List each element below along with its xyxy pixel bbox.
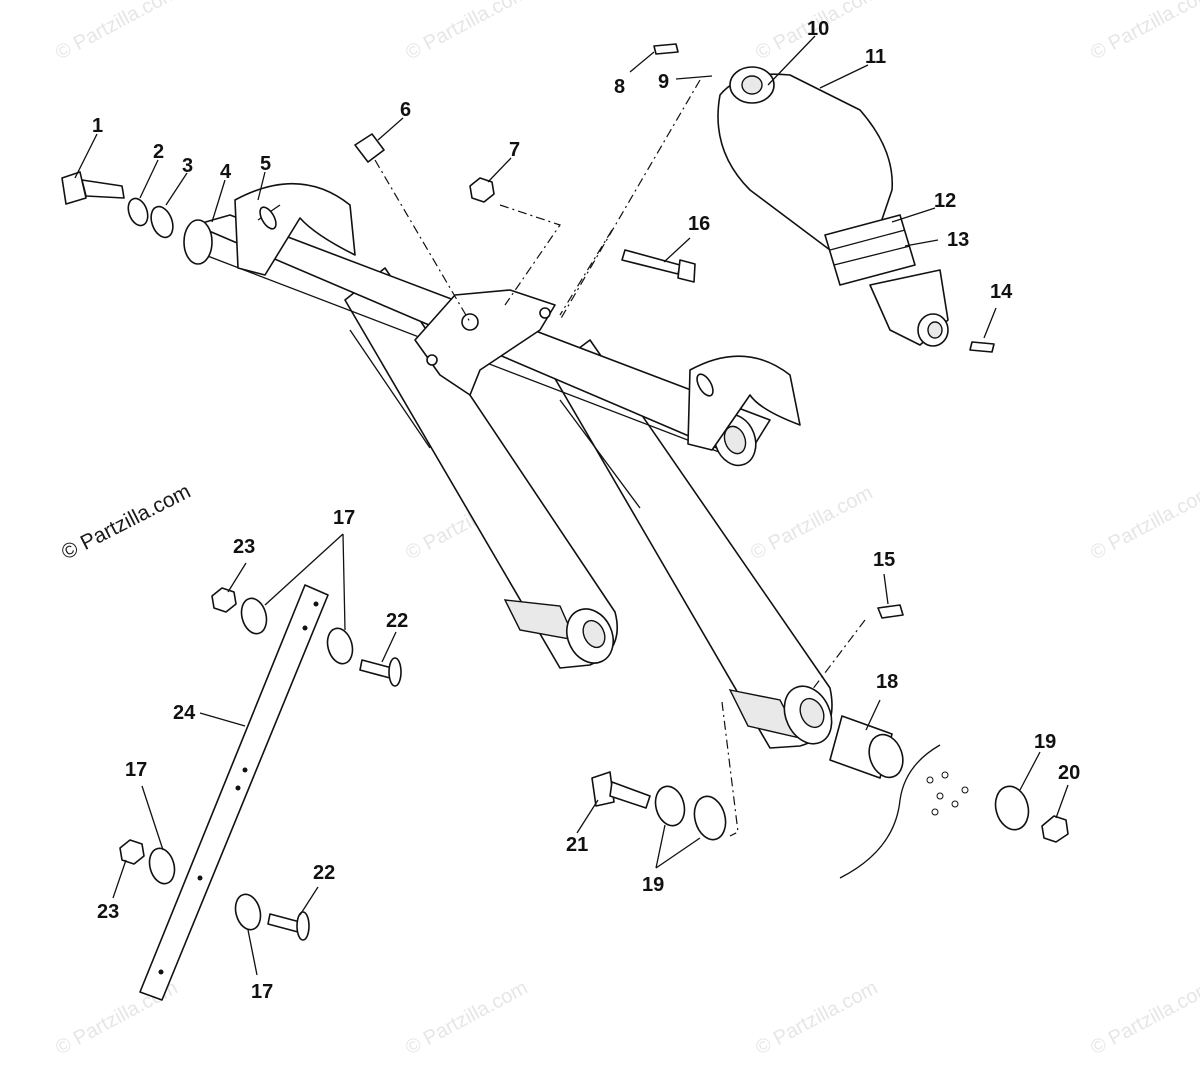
callout-12: 12 (934, 190, 956, 212)
callout-23-top: 23 (233, 536, 255, 558)
hardware (61, 43, 1069, 1001)
callout-8: 8 (614, 76, 625, 98)
cross-tube (183, 182, 801, 467)
callout-17-top: 17 (333, 507, 355, 529)
watermark: © Partzilla.com (402, 0, 531, 64)
callout-1: 1 (92, 115, 103, 137)
callout-17-bottom: 17 (251, 981, 273, 1003)
callout-23-bottom: 23 (97, 901, 119, 923)
callout-22-bottom: 22 (313, 862, 335, 884)
callout-20: 20 (1058, 762, 1080, 784)
callout-16: 16 (688, 213, 710, 235)
watermark: © Partzilla.com (1087, 482, 1200, 565)
callout-10: 10 (807, 18, 829, 40)
watermark-main: © Partzilla.com (58, 480, 195, 565)
callout-7: 7 (509, 139, 520, 161)
callout-14: 14 (990, 281, 1013, 303)
leader-lines (74, 35, 1069, 976)
callout-17-left: 17 (125, 759, 147, 781)
watermark-layer: © Partzilla.com © Partzilla.com © Partzi… (52, 0, 1200, 1059)
callout-22-top: 22 (386, 610, 408, 632)
callout-15: 15 (873, 549, 895, 571)
watermark: © Partzilla.com (52, 0, 181, 64)
callout-13: 13 (947, 229, 969, 251)
callout-3: 3 (182, 155, 193, 177)
shock-absorber (717, 66, 949, 347)
callout-11: 11 (865, 46, 886, 68)
callout-24: 24 (173, 702, 196, 724)
watermark: © Partzilla.com (752, 977, 881, 1060)
callout-5: 5 (260, 153, 271, 175)
right-swing-arm (549, 339, 833, 749)
watermark: © Partzilla.com (1087, 0, 1200, 64)
callout-2: 2 (153, 141, 164, 163)
watermark: © Partzilla.com (1087, 977, 1200, 1060)
callout-9: 9 (658, 71, 669, 93)
callout-6: 6 (400, 99, 411, 121)
callout-19-bottom: 19 (642, 874, 664, 896)
left-swing-arm (344, 267, 619, 669)
callout-labels: 1 2 3 4 5 6 7 8 9 10 11 12 13 14 15 16 1… (92, 18, 1080, 1003)
strap-holes (158, 601, 969, 975)
watermark: © Partzilla.com (402, 977, 531, 1060)
callout-18: 18 (876, 671, 898, 693)
callout-21: 21 (566, 834, 588, 856)
callout-4: 4 (220, 161, 232, 183)
callout-19-right: 19 (1034, 731, 1056, 753)
watermark: © Partzilla.com (747, 482, 876, 565)
